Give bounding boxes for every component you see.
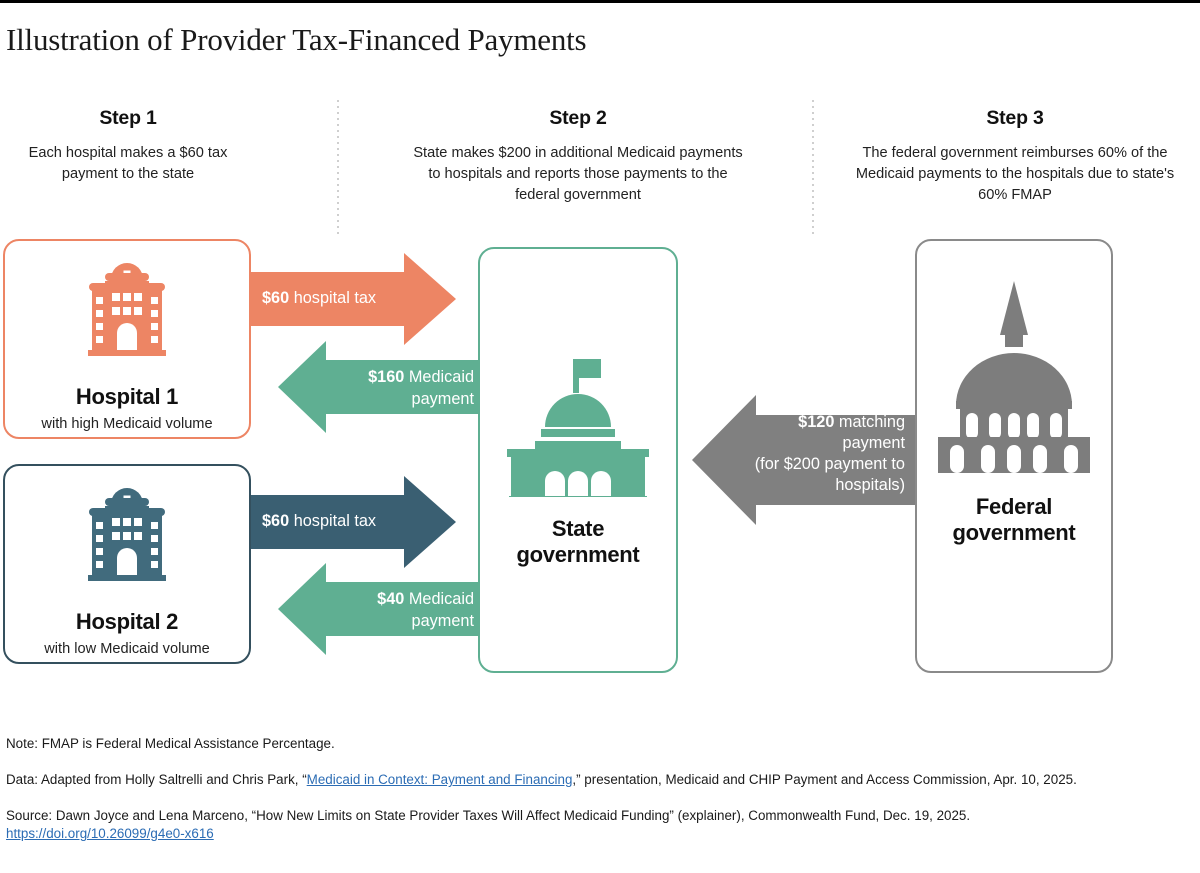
text-hospital2-tax: hospital tax — [289, 512, 377, 530]
federal-government-title: Federal government — [952, 494, 1076, 545]
hospital-1-title: Hospital 1 — [75, 384, 179, 409]
step-1-header: Step 1 Each hospital makes a $60 tax pay… — [12, 107, 244, 185]
step-3-description: The federal government reimburses 60% of… — [855, 145, 1175, 203]
state-government-card[interactable]: State government — [478, 247, 678, 673]
arrow-hospital2-tax — [247, 476, 456, 568]
arrow-hospital1-tax — [247, 253, 456, 345]
text-hospital2-medicaid: Medicaid payment — [404, 590, 474, 630]
page-title: Illustration of Provider Tax-Financed Pa… — [6, 22, 587, 57]
step-2-header: Step 2 State makes $200 in additional Me… — [412, 107, 744, 206]
hospital-1-card[interactable]: Hospital 1 with high Medicaid volume — [3, 239, 251, 439]
amount-hospital1-tax: $60 — [262, 289, 290, 307]
hospital-2-title: Hospital 2 — [75, 609, 179, 634]
hospital-1-subtitle: with high Medicaid volume — [41, 416, 213, 432]
column-divider-2 — [812, 100, 814, 234]
state-capitol-icon — [505, 353, 651, 502]
arrow-federal-matching — [692, 395, 922, 525]
hospital-2-card[interactable]: Hospital 2 with low Medicaid volume — [3, 464, 251, 664]
amount-hospital2-tax: $60 — [262, 512, 290, 530]
amount-federal-matching: $120 — [798, 413, 835, 431]
arrow-label-hospital1-medicaid: $160 Medicaid payment — [330, 366, 474, 410]
us-capitol-icon — [936, 277, 1092, 478]
footnote-data-link[interactable]: Medicaid in Context: Payment and Financi… — [306, 772, 573, 787]
text-federal-matching: matching payment — [834, 413, 905, 452]
step-1-description: Each hospital makes a $60 tax payment to… — [28, 145, 228, 182]
footnote-data-suffix: ,” presentation, Medicaid and CHIP Payme… — [572, 772, 1077, 787]
footnote-source: Source: Dawn Joyce and Lena Marceno, “Ho… — [6, 808, 971, 823]
federal-government-card[interactable]: Federal government — [915, 239, 1113, 673]
footnote-note: Note: FMAP is Federal Medical Assistance… — [6, 736, 335, 751]
top-rule — [0, 0, 1200, 3]
step-3-title: Step 3 — [986, 107, 1044, 129]
text-hospital1-medicaid: Medicaid payment — [404, 368, 474, 408]
hospital-icon — [71, 482, 183, 599]
step-2-title: Step 2 — [549, 107, 607, 129]
step-3-header: Step 3 The federal government reimburses… — [850, 107, 1180, 206]
arrow-label-hospital1-tax: $60 hospital tax — [262, 287, 412, 309]
hospital-2-subtitle: with low Medicaid volume — [44, 641, 210, 657]
hospital-icon — [71, 257, 183, 374]
footnote-data-prefix: Data: Adapted from Holly Saltrelli and C… — [6, 772, 307, 787]
arrow-label-federal-matching: $120 matching payment (for $200 payment … — [735, 412, 905, 496]
arrow-label-hospital2-tax: $60 hospital tax — [262, 510, 412, 532]
amount-hospital2-medicaid: $40 — [377, 590, 405, 608]
column-divider-1 — [337, 100, 339, 234]
arrow-hospital2-medicaid — [278, 563, 478, 655]
arrow-label-hospital2-medicaid: $40 Medicaid payment — [330, 588, 474, 632]
detail-federal-matching: (for $200 payment to hospitals) — [754, 455, 905, 494]
arrow-hospital1-medicaid — [278, 341, 478, 433]
state-government-title: State government — [516, 515, 640, 567]
text-hospital1-tax: hospital tax — [289, 289, 377, 307]
step-1-title: Step 1 — [99, 107, 157, 129]
footnote-data: Data: Adapted from Holly Saltrelli and C… — [6, 770, 1196, 789]
footnote-doi-link[interactable]: https://doi.org/10.26099/g4e0-x616 — [6, 826, 214, 841]
step-2-description: State makes $200 in additional Medicaid … — [413, 145, 743, 203]
amount-hospital1-medicaid: $160 — [368, 368, 405, 386]
